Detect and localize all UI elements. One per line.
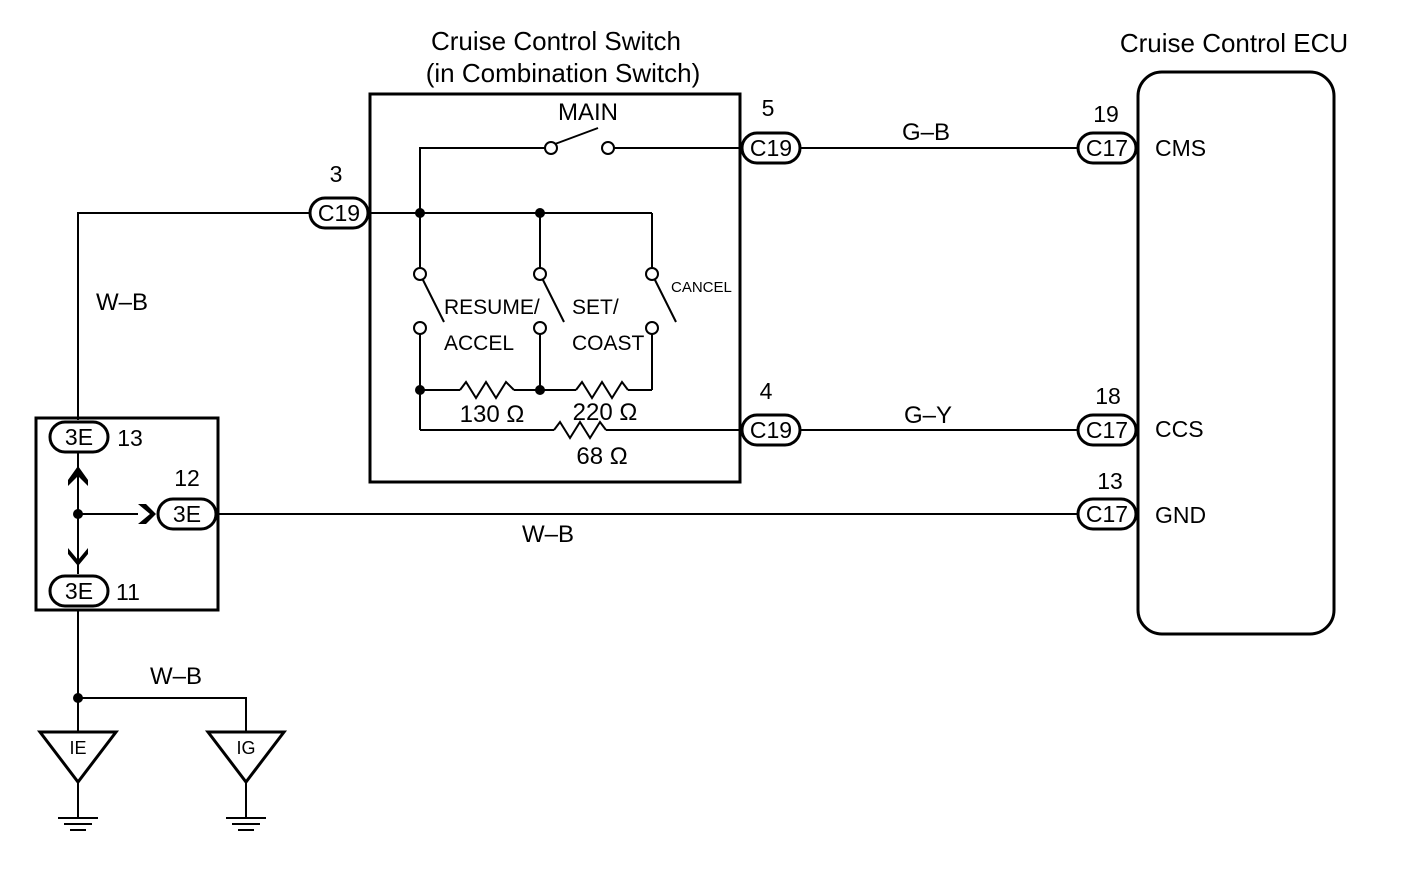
connector-c19-pin4 [740,413,802,447]
connector-c17-pin13 [1076,497,1138,531]
pin-19-number: 19 [1093,101,1119,127]
resistor-130-label: 130 Ω [460,401,525,428]
connector-3e-pin13-label: 3E [65,424,93,450]
pin-13-number: 13 [1097,468,1123,494]
resume-accel-switch-contact [413,267,445,335]
wire-left [77,212,312,420]
ground-ig-label: IG [236,738,255,758]
pin-11-junction-number: 11 [116,579,140,605]
connector-c19-pin3-label: C19 [318,200,360,226]
connector-c19-pin5-label: C19 [750,135,792,161]
connector-c17-pin13-label: C17 [1086,501,1128,527]
junction-dot [415,208,425,218]
ecu-box [1136,70,1336,636]
cruise-switch-box [368,92,742,484]
junction-dot [535,385,545,395]
pin-12-junction-number: 12 [174,465,200,491]
chevron-down-icon [68,548,88,566]
ground-point-ig [204,730,288,831]
connector-c19-pin5 [740,131,802,165]
connector-3e-pin11 [48,574,110,608]
junction-dot [415,385,425,395]
chevron-right-icon [138,504,156,524]
cancel-label: CANCEL [671,279,732,296]
ecu-ccs-label: CCS [1155,416,1204,442]
junction-connector-box [34,416,220,612]
pin-3-number: 3 [330,161,343,187]
wire-left-color: W–B [96,289,148,316]
set-label-1: SET/ [572,296,619,319]
junction-dot [73,509,83,519]
pin-18-number: 18 [1095,383,1121,409]
wire-ground-branch-color: W–B [150,663,202,690]
resistor-220-label: 220 Ω [573,399,638,426]
wire-gnd-color: W–B [522,521,574,548]
set-coast-switch-contact [533,267,565,335]
connector-c19-pin4-label: C19 [750,417,792,443]
cancel-switch-contact [645,267,677,335]
connector-3e-pin11-label: 3E [65,578,93,604]
wire-cms-color: G–B [902,119,950,146]
chevron-up-icon [68,466,88,486]
switch-title-line1: Cruise Control Switch [431,26,681,56]
connector-3e-pin12-label: 3E [173,501,201,527]
ground-ie-label: IE [69,738,86,758]
main-switch-label: MAIN [558,99,618,126]
pin-13-junction-number: 13 [117,425,143,451]
ecu-gnd-label: GND [1155,502,1206,528]
ecu-title: Cruise Control ECU [1120,28,1348,58]
connector-c17-pin18-label: C17 [1086,417,1128,443]
switch-internal-wiring [370,147,740,440]
junction-dot [73,693,83,703]
connector-c17-pin19-label: C17 [1086,135,1128,161]
connector-c19-pin3 [308,196,370,230]
main-switch-contact [544,127,615,155]
connector-c17-pin18 [1076,413,1138,447]
pin-4-number: 4 [760,378,773,404]
wire-ccs-color: G–Y [904,402,952,429]
resistor-68-label: 68 Ω [576,443,627,470]
pin-5-number: 5 [762,95,775,121]
set-label-2: COAST [572,332,645,355]
switch-title-line2: (in Combination Switch) [426,58,701,88]
resume-label-2: ACCEL [444,332,514,355]
connector-c17-pin19 [1076,131,1138,165]
ground-point-ie [36,730,120,831]
resume-label-1: RESUME/ [444,296,540,319]
wire-ground-branch [78,697,247,732]
ecu-cms-label: CMS [1155,135,1206,161]
junction-dot [535,208,545,218]
connector-3e-pin13 [48,420,110,454]
connector-3e-pin12 [156,497,218,531]
